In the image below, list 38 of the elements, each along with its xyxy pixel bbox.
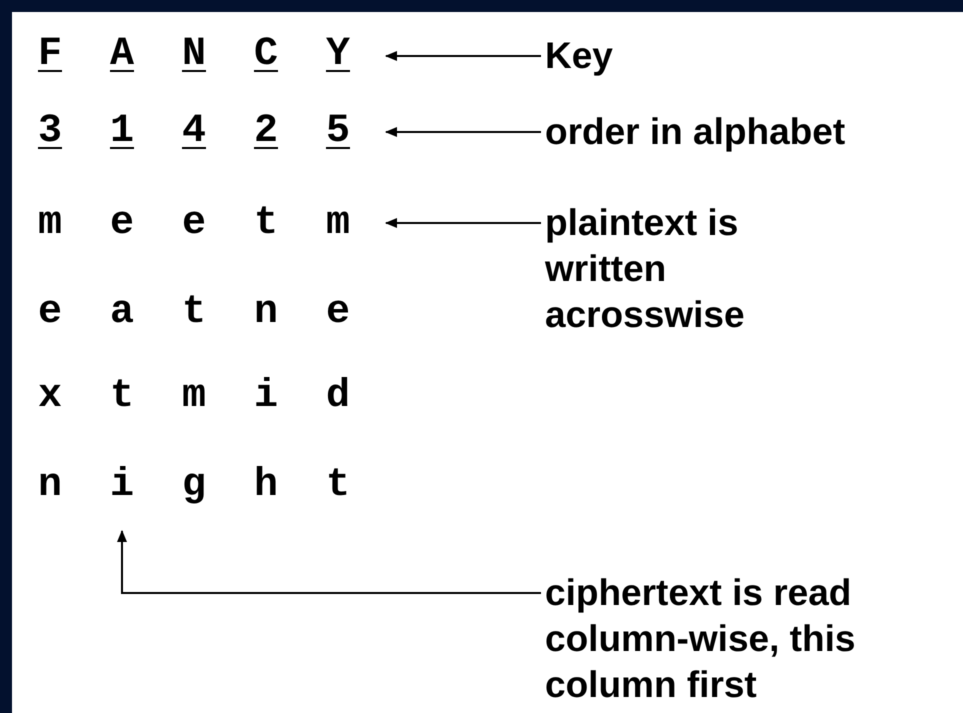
- letter: t: [324, 462, 351, 510]
- letter: t: [180, 289, 207, 337]
- key-letter: 3: [36, 108, 63, 156]
- annotation-text: order in alphabet: [545, 110, 846, 154]
- letter: m: [324, 200, 351, 248]
- arrow: [385, 127, 541, 137]
- annotation-text: ciphertext is read column-wise, this column first: [545, 571, 856, 707]
- letter: a: [108, 289, 135, 337]
- annotation-text: Key: [545, 34, 614, 78]
- letter: e: [324, 289, 351, 337]
- letter: i: [108, 462, 135, 510]
- letter: t: [252, 200, 279, 248]
- arrow: [385, 218, 541, 228]
- letter: x: [36, 373, 63, 421]
- arrow: [385, 51, 541, 61]
- key-letter: Y: [324, 31, 351, 79]
- key-letter: A: [108, 31, 135, 79]
- letter: h: [252, 462, 279, 510]
- letter: n: [36, 462, 63, 510]
- letter: d: [324, 373, 351, 421]
- key-letter: 4: [180, 108, 207, 156]
- letter: e: [36, 289, 63, 337]
- letter: e: [180, 200, 207, 248]
- letter: t: [108, 373, 135, 421]
- letter: m: [36, 200, 63, 248]
- letter: n: [252, 289, 279, 337]
- key-letter: F: [36, 31, 63, 79]
- letter: i: [252, 373, 279, 421]
- letter: m: [180, 373, 207, 421]
- arrow: [117, 530, 541, 594]
- letter: e: [108, 200, 135, 248]
- key-letter: 5: [324, 108, 351, 156]
- key-letter: 2: [252, 108, 279, 156]
- key-letter: 1: [108, 108, 135, 156]
- annotation-text: plaintext is written acrosswise: [545, 201, 746, 337]
- key-letter: C: [252, 31, 279, 79]
- letter: g: [180, 462, 207, 510]
- key-letter: N: [180, 31, 207, 79]
